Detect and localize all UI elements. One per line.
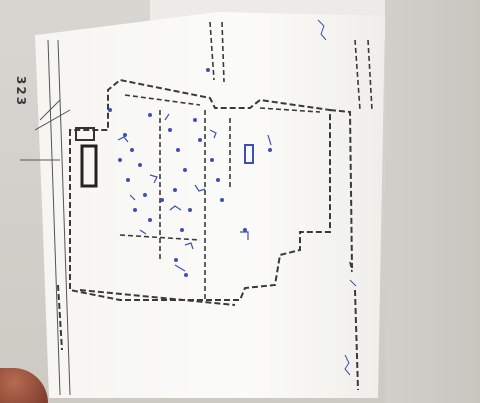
ink-annotations [108, 68, 272, 277]
margin-scribbles [317, 19, 357, 376]
street-lines [20, 39, 71, 396]
entry-block [75, 127, 95, 141]
interior-walls [119, 21, 373, 300]
building-outline [57, 78, 359, 391]
background-wall [385, 0, 480, 403]
stair-block [80, 144, 98, 188]
ink-strokes [117, 113, 272, 272]
site-plan-sheet [35, 12, 385, 398]
lot-number-label: 323 [14, 76, 28, 108]
ink-box-marker [244, 144, 254, 164]
